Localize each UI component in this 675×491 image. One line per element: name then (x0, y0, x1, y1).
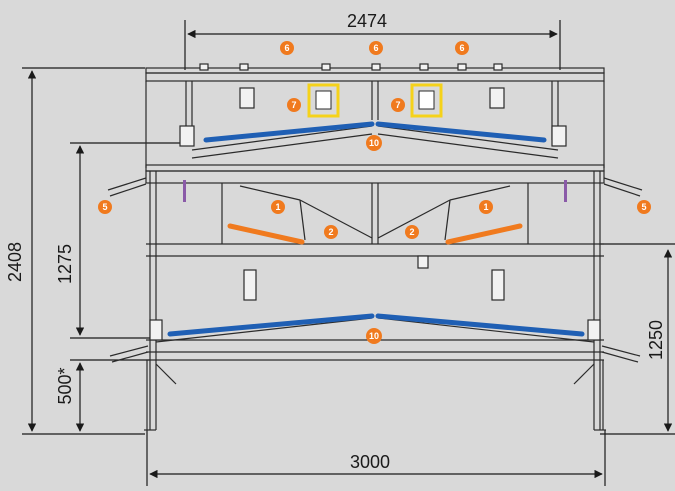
marker-circle (637, 200, 651, 214)
marker-6: 6 (369, 41, 383, 55)
marker-circle (280, 41, 294, 55)
tray-right (445, 223, 523, 245)
highlight-drinker-left (307, 83, 340, 118)
marker-label: 6 (373, 43, 378, 53)
marker-circle (287, 98, 301, 112)
belt-top-right (375, 121, 547, 143)
marker-label: 6 (284, 43, 289, 53)
marker-circle (391, 98, 405, 112)
manure-belts (167, 121, 585, 337)
nipple-7 (199, 63, 209, 71)
marker-1: 1 (271, 200, 285, 214)
marker-label: 7 (291, 100, 296, 110)
marker-6: 6 (280, 41, 294, 55)
feeder-box-3 (243, 269, 257, 301)
belt-bottom-right (375, 313, 585, 337)
dim-bottom-width: 3000 (350, 452, 390, 472)
tray-left (227, 223, 305, 245)
marker-circle (455, 41, 469, 55)
marker-10: 10 (366, 328, 382, 344)
dim-right-height: 1250 (646, 320, 666, 360)
marker-7: 7 (287, 98, 301, 112)
marker-circle (271, 200, 285, 214)
marker-circle (405, 225, 419, 239)
marker-circle (98, 200, 112, 214)
nipple-1 (239, 63, 249, 71)
nipple-5 (457, 63, 467, 71)
marker-label: 10 (369, 331, 379, 341)
marker-label: 2 (328, 227, 333, 237)
nipple-3 (371, 63, 381, 71)
feeder-box-1 (239, 87, 255, 109)
dim-top-width: 2474 (347, 11, 387, 31)
dim-foot-height: 500* (55, 367, 75, 404)
fittings (149, 63, 601, 341)
belt-bottom-left (167, 313, 375, 337)
fitting-center (417, 255, 429, 269)
bracket-left-top (179, 125, 195, 147)
marker-label: 2 (409, 227, 414, 237)
marker-2: 2 (324, 225, 338, 239)
marker-circle (369, 41, 383, 55)
nipple-4 (419, 63, 429, 71)
cage-frame (107, 67, 643, 431)
marker-5: 5 (98, 200, 112, 214)
marker-label: 1 (275, 202, 280, 212)
highlight-boxes (307, 83, 443, 118)
highlight-drinker-right (410, 83, 443, 118)
marker-5: 5 (637, 200, 651, 214)
feeder-box-4 (491, 269, 505, 301)
marker-2: 2 (405, 225, 419, 239)
marker-label: 6 (459, 43, 464, 53)
dim-total-height: 2408 (5, 242, 25, 282)
purple-accents (183, 180, 567, 202)
feeder-box-2 (489, 87, 505, 109)
marker-circle (366, 328, 382, 344)
marker-7: 7 (391, 98, 405, 112)
bracket-right-top (551, 125, 567, 147)
belt-top-left (203, 121, 375, 143)
nipple-6 (493, 63, 503, 71)
marker-circle (366, 135, 382, 151)
dimension-lines (22, 20, 675, 486)
nipple-2 (321, 63, 331, 71)
marker-label: 10 (369, 138, 379, 148)
bracket-left-bottom (149, 319, 163, 341)
marker-circle (324, 225, 338, 239)
marker-6: 6 (455, 41, 469, 55)
marker-label: 7 (395, 100, 400, 110)
callout-markers: 6 6 6 7 7 10 10 5 5 1 1 2 2 (98, 41, 651, 344)
dim-tier-height: 1275 (55, 244, 75, 284)
dimension-labels: 2474 3000 2408 1275 500* 1250 (5, 11, 666, 472)
marker-10: 10 (366, 135, 382, 151)
marker-label: 1 (483, 202, 488, 212)
marker-label: 5 (102, 202, 107, 212)
marker-label: 5 (641, 202, 646, 212)
marker-circle (479, 200, 493, 214)
bracket-right-bottom (587, 319, 601, 341)
marker-1: 1 (479, 200, 493, 214)
drinker-units (315, 90, 435, 110)
